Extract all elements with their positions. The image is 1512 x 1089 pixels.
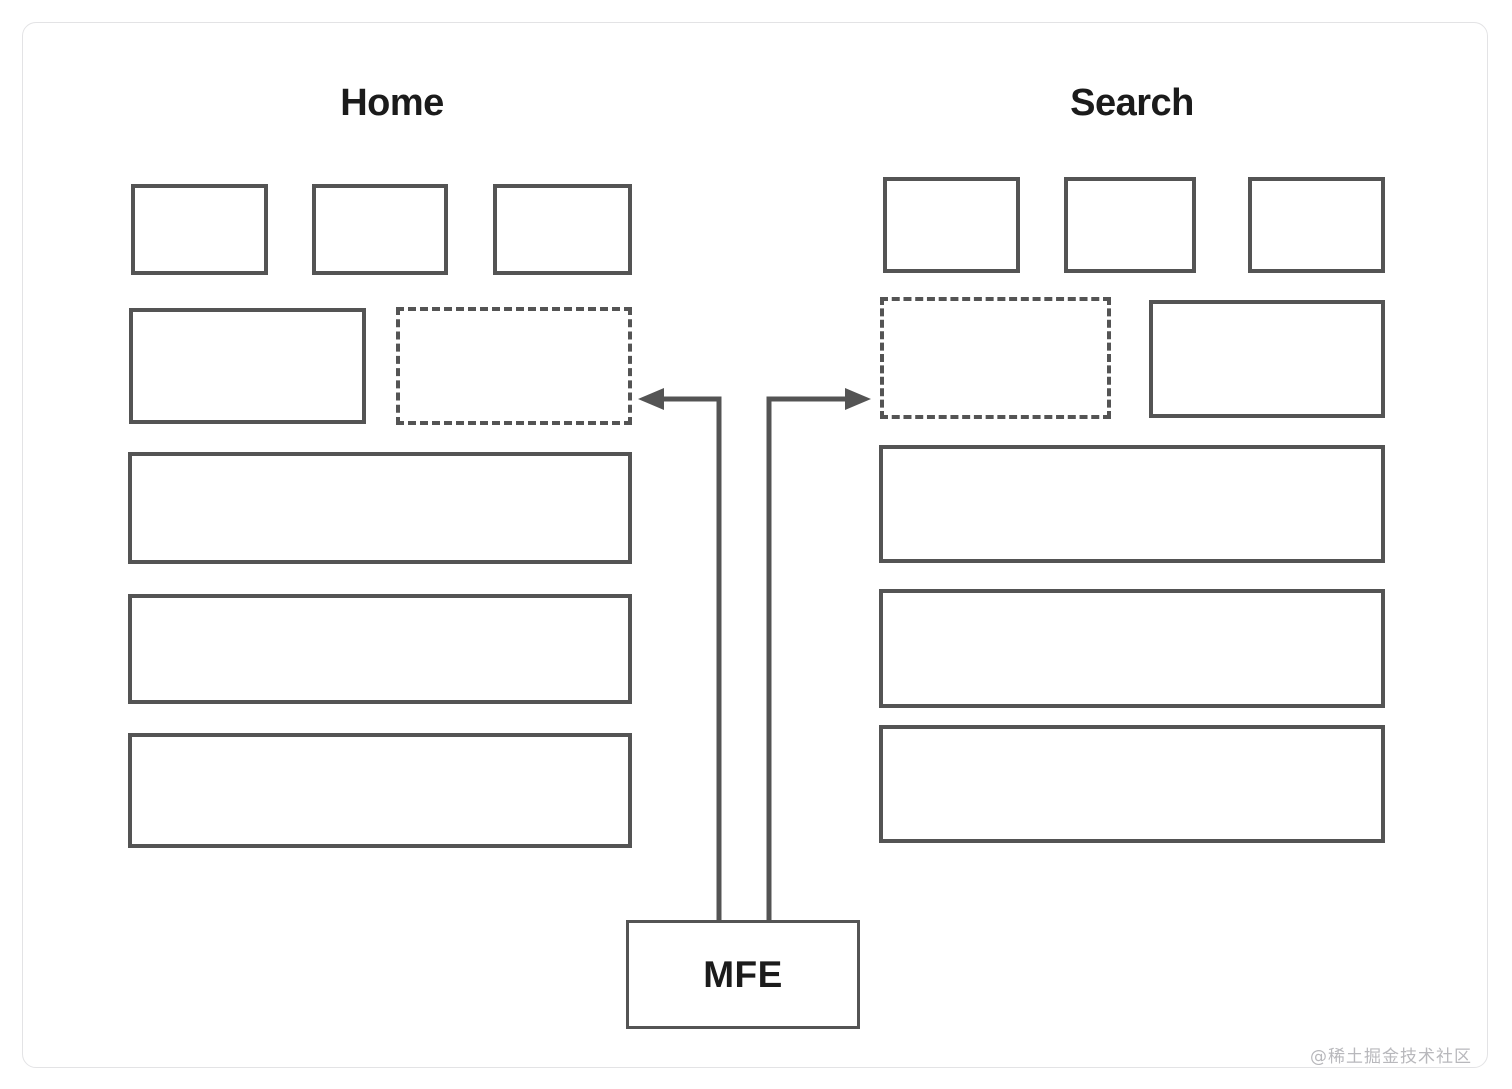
search-panel-wide [1149, 300, 1385, 418]
home-section-bar-3 [128, 733, 632, 848]
watermark: @稀土掘金技术社区 [1310, 1047, 1472, 1067]
search-section-bar-1 [879, 445, 1385, 563]
search-card-tile-2 [1064, 177, 1196, 273]
home-section-bar-2 [128, 594, 632, 704]
home-card-tile-3 [493, 184, 632, 275]
home-section-bar-1 [128, 452, 632, 564]
home-card-tile-1 [131, 184, 268, 275]
home-card-tile-2 [312, 184, 448, 275]
search-section-bar-3 [879, 725, 1385, 843]
column-title-home: Home [340, 82, 444, 124]
search-card-tile-1 [883, 177, 1020, 273]
column-title-search: Search [1070, 82, 1194, 124]
home-mfe-slot [396, 307, 632, 425]
home-panel-wide [129, 308, 366, 424]
search-mfe-slot [880, 297, 1111, 419]
search-card-tile-3 [1248, 177, 1385, 273]
search-section-bar-2 [879, 589, 1385, 708]
mfe-node: MFE [626, 920, 860, 1029]
mfe-node-label: MFE [703, 954, 783, 995]
